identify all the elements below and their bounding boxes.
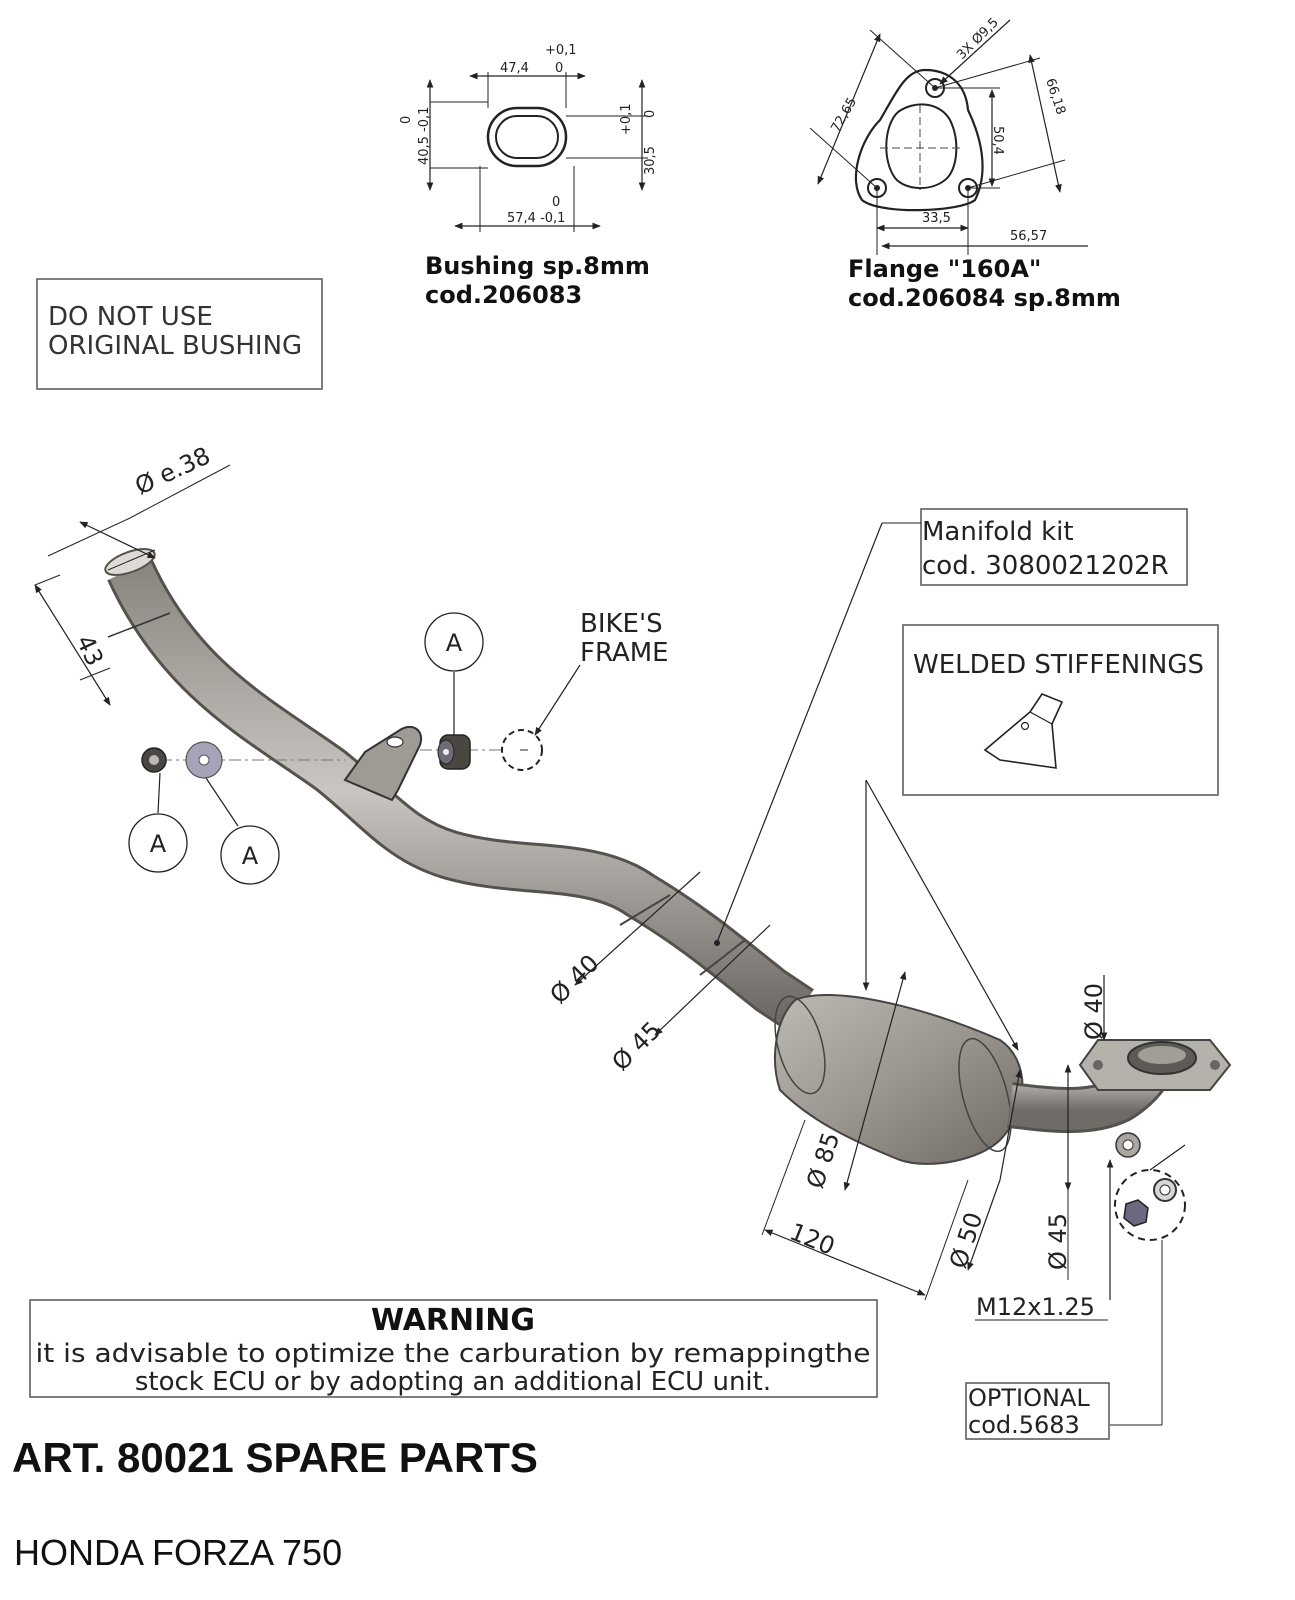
note-line1: DO NOT USE	[48, 302, 213, 332]
bushing-width-tol0: 0	[555, 61, 563, 76]
thread-label: M12x1.25	[976, 1293, 1095, 1321]
inlet-length-label: 43	[71, 631, 109, 671]
flange-dim-d4: 33,5	[922, 211, 951, 226]
inlet-diameter-label: Ø e.38	[131, 441, 215, 500]
bushing-height-right-tol0: 0	[643, 110, 658, 118]
article-title: ART. 80021 SPARE PARTS	[12, 1434, 538, 1481]
cat-length-dim-line	[764, 1229, 926, 1296]
pipe-d40-label: Ø 40	[544, 949, 604, 1009]
flange-dim-d5: 56,57	[1010, 229, 1047, 244]
pipe-d40-dim-line	[574, 871, 701, 986]
cat-length-label: 120	[786, 1218, 839, 1261]
manifold-kit-line2: cod. 3080021202R	[922, 551, 1169, 581]
warning-title: WARNING	[371, 1303, 535, 1338]
flange-caption-line2: cod.206084 sp.8mm	[848, 284, 1121, 312]
cat-out-d50-dim-line	[967, 1179, 1001, 1271]
flange-dim-d2: 66,18	[1042, 77, 1068, 117]
bushing-width-bottom-tol0: 0	[552, 195, 560, 210]
manifold-kit-callout: Manifold kit cod. 3080021202R	[714, 508, 1188, 946]
pipe-d45-dim-line	[654, 924, 771, 1036]
flange-dim-d3: 50,4	[990, 126, 1005, 155]
warning-line2: stock ECU or by adopting an additional E…	[135, 1367, 771, 1397]
pipe-d45-label: Ø 45	[606, 1016, 666, 1076]
bushing-inner-outline	[495, 115, 559, 159]
bikes-frame-line1: BIKE'S	[580, 609, 663, 639]
optional-line2: cod.5683	[968, 1411, 1080, 1439]
welded-stiffenings-label: WELDED STIFFENINGS	[913, 650, 1204, 680]
optional-plug-icon	[1123, 1199, 1149, 1227]
optional-parts-outline	[1114, 1169, 1186, 1241]
callout-a-nut	[128, 813, 188, 873]
note-line2: ORIGINAL BUSHING	[48, 331, 302, 361]
callout-a-washer	[220, 825, 280, 885]
optional-parts: OPTIONAL cod.5683	[965, 1144, 1186, 1440]
bushing-height-right-tol: +0,1	[619, 103, 634, 135]
cat-d85-dim-line	[843, 971, 907, 1191]
bushing-width-bottom: 57,4 -0,1	[507, 211, 565, 226]
outlet-d45-label: Ø 45	[1044, 1213, 1072, 1270]
outlet-d40-label: Ø 40	[1080, 983, 1108, 1040]
bikes-frame-line2: FRAME	[580, 638, 669, 668]
stiffening-plate-icon	[983, 693, 1064, 769]
warning-line1: it is advisable to optimize the carburat…	[36, 1339, 871, 1369]
bushing-detail: 47,4 +0,1 0 40,5 -0,1 0 30,5 +0,1 0 57,4…	[399, 43, 658, 309]
welded-stiffenings-callout: WELDED STIFFENINGS	[862, 624, 1219, 1051]
cat-d85-label: Ø 85	[801, 1129, 845, 1192]
optional-line1: OPTIONAL	[968, 1384, 1090, 1412]
exhaust-assembly	[104, 548, 1232, 1165]
original-bushing-note: DO NOT USE ORIGINAL BUSHING	[36, 278, 323, 390]
bikes-frame-point	[501, 729, 543, 771]
bushing-outer-outline	[486, 106, 568, 168]
bushing-height-left-tol0: 0	[399, 116, 414, 124]
vehicle-model: HONDA FORZA 750	[14, 1532, 343, 1573]
flange-holes-label: 3X Ø9,5	[954, 15, 1002, 63]
bushing-height-left: 40,5 -0,1	[417, 107, 432, 165]
bikes-frame-callout: BIKE'S FRAME	[534, 609, 669, 736]
flange-port-outline	[885, 103, 958, 189]
bushing-width-top: 47,4	[500, 61, 529, 76]
flange-right-dim-line	[1028, 54, 1062, 193]
flange-diag-dim-line	[817, 33, 881, 185]
header-pipe	[109, 560, 813, 1029]
callout-a-washer-letter: A	[242, 842, 259, 870]
manifold-kit-line1: Manifold kit	[922, 517, 1074, 547]
warning-box: WARNING it is advisable to optimize the …	[29, 1299, 878, 1398]
callout-a-bushing	[424, 612, 484, 672]
bushing-caption-line2: cod.206083	[425, 281, 582, 309]
bushing-height-right: 30,5	[643, 146, 658, 175]
flange-dim-d1: 72,65	[828, 95, 860, 135]
pipe-section-ring-2	[699, 939, 746, 976]
catalyst-body	[774, 994, 1024, 1165]
callout-a-group: A A A	[128, 612, 484, 885]
fastener-parts	[141, 729, 543, 779]
callout-a-bushing-letter: A	[446, 629, 463, 657]
bushing-width-tol: +0,1	[545, 43, 577, 58]
cat-out-d50-label: Ø 50	[944, 1209, 988, 1272]
inlet-length-dim-line	[34, 584, 111, 706]
pipe-section-ring-1	[619, 894, 671, 926]
callout-a-nut-letter: A	[150, 830, 167, 858]
bushing-caption-line1: Bushing sp.8mm	[425, 252, 650, 280]
inlet-diameter-dim-line	[79, 521, 156, 559]
flange-caption-line1: Flange "160A"	[848, 255, 1041, 283]
flange-detail: 3X Ø9,5 72,65 66,18 50,4 33,5 56,57 Flan…	[809, 15, 1121, 312]
